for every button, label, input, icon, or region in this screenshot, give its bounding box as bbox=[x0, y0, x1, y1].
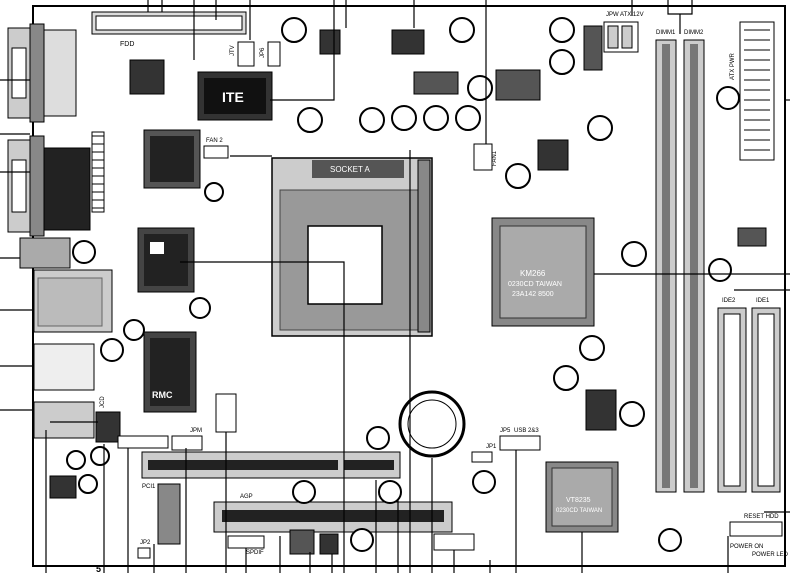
fdd-label: FDD bbox=[120, 41, 134, 48]
ite-io-chip: ITE bbox=[197, 71, 273, 121]
serial-port-com1 bbox=[7, 23, 77, 123]
rmc-chip: RMC bbox=[143, 331, 197, 413]
atx-pwr-label: ATX PWR bbox=[730, 52, 736, 80]
northbridge-line2: 0230CD TAIWAN bbox=[508, 281, 562, 288]
usb-ports bbox=[33, 343, 95, 439]
jcd-label: JCD bbox=[100, 396, 106, 408]
agp-slot: AGP bbox=[213, 494, 453, 533]
socket-label: SOCKET A bbox=[330, 165, 371, 174]
agp-label: AGP bbox=[240, 494, 253, 500]
southbridge-line1: VT8235 bbox=[566, 497, 591, 504]
jpm-label: JPM bbox=[190, 428, 202, 434]
jpw-label: JPW ATX 12V bbox=[606, 12, 644, 18]
fan2-label: FAN 2 bbox=[206, 138, 223, 144]
jp6-jumper: JP6 bbox=[260, 41, 281, 67]
fan1-header: FAN1 bbox=[473, 143, 498, 171]
vga-header-pins bbox=[91, 131, 105, 213]
jtv-header bbox=[237, 41, 255, 67]
front-panel-header: RESET HDD POWER ON POWER LED bbox=[729, 514, 789, 558]
atx-power-connector: ATX PWR bbox=[730, 21, 775, 161]
capacitors bbox=[66, 17, 740, 552]
dimm1-label: DIMM1 bbox=[656, 30, 676, 36]
audio-codec-chip bbox=[137, 227, 195, 293]
jp1-label: JP1 bbox=[486, 444, 497, 450]
usb23-label: USB 2&3 bbox=[514, 428, 539, 434]
power-led-label: POWER LED bbox=[752, 552, 789, 558]
jp5-label: JP5 bbox=[500, 428, 511, 434]
ide1-label: IDE1 bbox=[756, 298, 770, 304]
fdd-connector: FDD bbox=[91, 11, 247, 48]
southbridge-line2: 0230CD TAIWAN bbox=[556, 508, 602, 514]
ite-chip-logo: ITE bbox=[222, 89, 244, 105]
usb-header: JP5 USB 2&3 bbox=[499, 428, 541, 451]
dimm2-label: DIMM2 bbox=[684, 30, 704, 36]
jp2-label: JP2 bbox=[140, 540, 151, 546]
fan1-label: FAN1 bbox=[492, 150, 498, 166]
jp6-label: JP6 bbox=[260, 47, 266, 58]
pci-slot: PCI1 bbox=[141, 451, 401, 490]
power-on-label: POWER ON bbox=[730, 544, 763, 550]
serial-port-com2 bbox=[7, 135, 91, 237]
southbridge-chip: VT8235 0230CD TAIWAN bbox=[545, 461, 619, 533]
jp2-jumper: JP2 bbox=[137, 540, 151, 559]
jp1-jumper: JP1 bbox=[471, 444, 497, 463]
jpm-header: JPM bbox=[171, 428, 203, 451]
bios-chip bbox=[129, 59, 165, 95]
spdif-label: SPDIF bbox=[246, 550, 264, 556]
pci1-label: PCI1 bbox=[142, 484, 156, 490]
jtv-label: JTV bbox=[230, 45, 236, 56]
lan-port bbox=[33, 269, 113, 333]
fan2-header: FAN 2 bbox=[203, 138, 229, 159]
atx12v-connector: JPW ATX 12V bbox=[603, 12, 644, 53]
ide-connectors: IDE2 IDE1 bbox=[717, 298, 781, 493]
dimm-slots: DIMM1 DIMM2 bbox=[655, 30, 705, 493]
northbridge-line3: 23A142 8500 bbox=[512, 291, 554, 298]
reset-hdd-label: RESET HDD bbox=[744, 514, 779, 520]
northbridge-line1: KM266 bbox=[520, 269, 546, 278]
ide2-label: IDE2 bbox=[722, 298, 736, 304]
callout-number-5: 5 bbox=[96, 564, 101, 573]
cd-in-header: JCD bbox=[95, 396, 121, 443]
cpu-socket-a: SOCKET A bbox=[271, 157, 433, 337]
northbridge-chip: KM266 0230CD TAIWAN 23A142 8500 bbox=[491, 217, 595, 327]
audio-jacks bbox=[19, 237, 96, 269]
rmc-label: RMC bbox=[152, 390, 173, 400]
small-chips bbox=[49, 25, 767, 555]
cmos-battery bbox=[398, 390, 466, 458]
